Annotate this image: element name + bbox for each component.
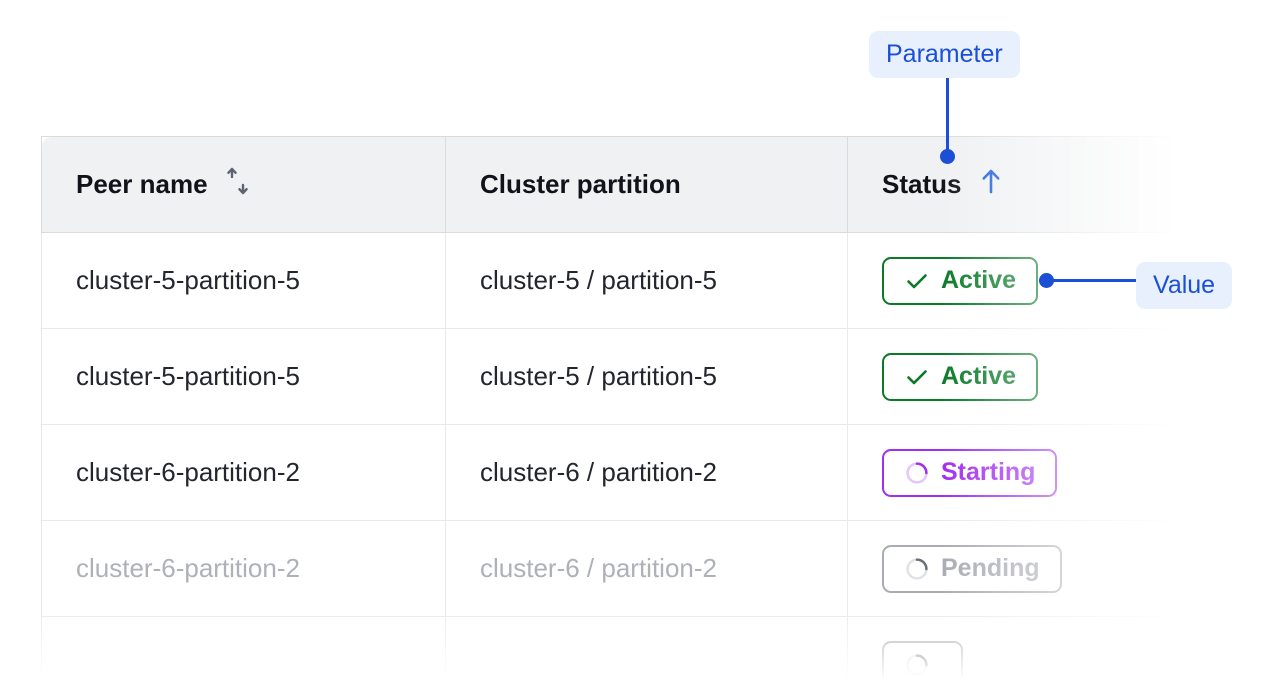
column-header-status-label: Status xyxy=(882,169,962,199)
column-header-peer-name[interactable]: Peer name xyxy=(41,136,446,233)
cell-peer-name: cluster-5-partition-5 xyxy=(41,232,446,329)
cell-cluster-partition: cluster-5 / partition-5 xyxy=(445,328,848,425)
table-row[interactable] xyxy=(41,616,1191,688)
sort-updown-icon[interactable] xyxy=(224,166,252,203)
status-badge-label: Active xyxy=(941,266,1017,294)
cell-cluster-partition: cluster-6 / partition-2 xyxy=(445,424,848,521)
annotation-callout-value: Value xyxy=(1136,262,1233,309)
cell-peer-name xyxy=(41,616,446,688)
column-header-peer-name-label: Peer name xyxy=(76,169,208,199)
annotation-connector-parameter xyxy=(946,72,949,156)
arrow-up-icon[interactable] xyxy=(977,166,1005,203)
check-icon xyxy=(904,364,930,390)
cell-peer-name: cluster-6-partition-2 xyxy=(41,424,446,521)
table-row[interactable]: cluster-5-partition-5 cluster-5 / partit… xyxy=(41,328,1191,425)
status-badge-label: Starting xyxy=(941,458,1036,486)
table-header: Peer name Cluster partition xyxy=(41,136,1191,233)
annotation-dot-parameter xyxy=(940,149,955,164)
status-badge: Starting xyxy=(882,448,1058,497)
spinner-icon xyxy=(904,460,930,486)
column-header-cluster-partition-label: Cluster partition xyxy=(480,169,681,199)
spinner-icon xyxy=(904,556,930,582)
cell-cluster-partition xyxy=(445,616,848,688)
status-badge-label: Active xyxy=(941,362,1017,390)
peer-table-container: Peer name Cluster partition xyxy=(41,136,1191,688)
status-badge-label: Pending xyxy=(941,554,1040,582)
table-row[interactable]: cluster-6-partition-2 cluster-6 / partit… xyxy=(41,424,1191,521)
check-icon xyxy=(904,268,930,294)
column-header-cluster-partition[interactable]: Cluster partition xyxy=(445,136,848,233)
table-row[interactable]: cluster-6-partition-2 cluster-6 / partit… xyxy=(41,520,1191,617)
cell-cluster-partition: cluster-6 / partition-2 xyxy=(445,520,848,617)
cell-status: Active xyxy=(847,328,1191,425)
cell-peer-name: cluster-5-partition-5 xyxy=(41,328,446,425)
spinner-icon xyxy=(904,652,930,678)
status-badge xyxy=(882,640,963,688)
cell-status: Pending xyxy=(847,520,1191,617)
cell-cluster-partition: cluster-5 / partition-5 xyxy=(445,232,848,329)
cell-peer-name: cluster-6-partition-2 xyxy=(41,520,446,617)
status-badge: Active xyxy=(882,352,1039,401)
table-row[interactable]: cluster-5-partition-5 cluster-5 / partit… xyxy=(41,232,1191,329)
table-body: cluster-5-partition-5 cluster-5 / partit… xyxy=(41,232,1191,688)
annotation-connector-value xyxy=(1052,279,1136,282)
status-badge: Pending xyxy=(882,544,1062,593)
annotation-dot-value xyxy=(1039,273,1054,288)
peer-table: Peer name Cluster partition xyxy=(41,136,1191,688)
table-header-row: Peer name Cluster partition xyxy=(41,136,1191,233)
cell-status xyxy=(847,616,1191,688)
column-header-status[interactable]: Status xyxy=(847,136,1191,233)
status-badge: Active xyxy=(882,256,1039,305)
annotation-callout-parameter: Parameter xyxy=(869,31,1020,78)
cell-status: Starting xyxy=(847,424,1191,521)
